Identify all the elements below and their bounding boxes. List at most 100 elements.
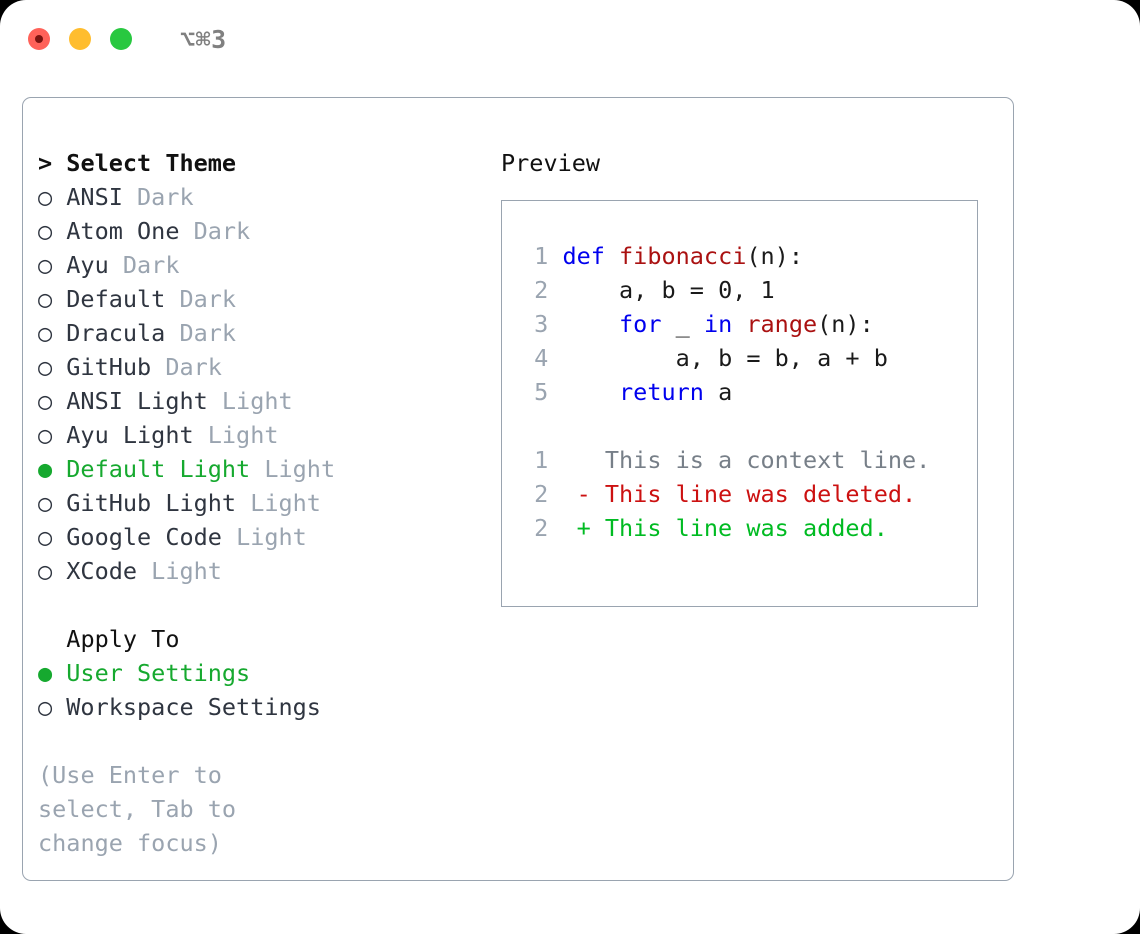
keyboard-hint-text: (Use Enter to select, Tab to change focu… [38, 761, 237, 857]
theme-picker-panel: > Select Theme ○ ANSI Dark○ Atom One Dar… [22, 97, 1014, 881]
line-number: 5 [534, 378, 549, 406]
code-token: a, b = 0, 1 [562, 276, 775, 304]
theme-name-label: XCode [66, 557, 138, 585]
theme-category-label: Dark [122, 251, 180, 279]
radio-selected-icon: ● [38, 659, 53, 687]
theme-list-item[interactable]: ○ GitHub Light Light [38, 486, 488, 520]
radio-unselected-icon: ○ [38, 421, 53, 449]
theme-list-item[interactable]: ○ Ayu Light Light [38, 418, 488, 452]
spacer [52, 520, 66, 554]
code-token: a [703, 378, 733, 406]
radio-selected-icon: ● [38, 455, 53, 483]
line-number: 4 [534, 344, 549, 372]
spacer [236, 486, 250, 520]
theme-list-item[interactable]: ○ Ayu Dark [38, 248, 488, 282]
spacer [165, 282, 179, 316]
line-number: 2 [534, 480, 549, 508]
diff-spacer [520, 409, 977, 443]
apply-to-list: ● User Settings○ Workspace Settings [38, 656, 488, 724]
theme-category-label: Dark [179, 285, 237, 313]
theme-name-label: Google Code [66, 523, 222, 551]
code-line: 1 def fibonacci(n): [520, 239, 977, 273]
theme-category-label: Dark [137, 183, 194, 211]
radio-unselected-icon: ○ [38, 285, 53, 313]
spacer [548, 378, 562, 406]
code-token: in [703, 310, 733, 338]
theme-category-label: Light [151, 557, 222, 585]
radio-unselected-icon: ○ [38, 387, 53, 415]
theme-list-item[interactable]: ○ ANSI Light Light [38, 384, 488, 418]
spacer [548, 310, 562, 338]
theme-list-item[interactable]: ○ ANSI Dark [38, 180, 488, 214]
theme-list: ○ ANSI Dark○ Atom One Dark○ Ayu Dark○ De… [38, 180, 488, 588]
diff-line: 1 This is a context line. [520, 443, 977, 477]
radio-unselected-icon: ○ [38, 251, 53, 279]
spacer [548, 446, 576, 474]
code-token [562, 310, 619, 338]
spacer [52, 554, 66, 588]
theme-list-item[interactable]: ○ XCode Light [38, 554, 488, 588]
theme-name-label: ANSI [66, 183, 123, 211]
preview-title: Preview [501, 149, 601, 177]
code-token: return [619, 378, 704, 406]
theme-list-item[interactable]: ○ Dracula Dark [38, 316, 488, 350]
theme-list-item[interactable]: ○ Atom One Dark [38, 214, 488, 248]
minimize-window-icon[interactable] [69, 28, 91, 50]
diff-preview: 1 This is a context line. 2 - This line w… [520, 443, 977, 545]
line-number: 3 [534, 310, 549, 338]
diff-line: 2 + This line was added. [520, 511, 977, 545]
zoom-window-icon[interactable] [110, 28, 132, 50]
theme-list-item[interactable]: ○ Google Code Light [38, 520, 488, 554]
code-token [732, 310, 746, 338]
spacer [548, 480, 576, 508]
line-number: 1 [534, 446, 549, 474]
theme-category-label: Light [264, 455, 336, 483]
apply-to-header: Apply To [38, 625, 180, 653]
theme-name-label: Ayu [66, 251, 109, 279]
theme-list-item[interactable]: ○ Default Dark [38, 282, 488, 316]
code-line: 3 for _ in range(n): [520, 307, 977, 341]
apply-to-item[interactable]: ● User Settings [38, 656, 488, 690]
spacer [52, 656, 66, 690]
radio-unselected-icon: ○ [38, 353, 53, 381]
spacer [52, 248, 66, 282]
code-token: for [619, 310, 662, 338]
diff-text: This line was deleted. [604, 480, 917, 508]
radio-unselected-icon: ○ [38, 217, 53, 245]
theme-name-label: Ayu Light [66, 421, 194, 449]
radio-unselected-icon: ○ [38, 693, 53, 721]
spacer [52, 350, 66, 384]
close-window-icon[interactable] [28, 28, 50, 50]
select-theme-header: > Select Theme [38, 149, 237, 177]
spacer [52, 418, 66, 452]
radio-unselected-icon: ○ [38, 183, 53, 211]
spacer [179, 214, 193, 248]
spacer [165, 316, 179, 350]
code-line: 2 a, b = 0, 1 [520, 273, 977, 307]
spacer [52, 690, 66, 724]
radio-unselected-icon: ○ [38, 319, 53, 347]
code-token: range [746, 310, 818, 338]
theme-category-label: Light [221, 387, 293, 415]
spacer [52, 452, 66, 486]
theme-category-label: Dark [193, 217, 251, 245]
diff-text: This is a context line. [604, 446, 931, 474]
spacer [52, 486, 66, 520]
theme-selection-column: > Select Theme ○ ANSI Dark○ Atom One Dar… [38, 146, 488, 860]
spacer [548, 514, 576, 542]
line-number: 1 [534, 242, 549, 270]
theme-list-item[interactable]: ● Default Light Light [38, 452, 488, 486]
theme-name-label: GitHub [66, 353, 152, 381]
spacer [194, 418, 208, 452]
radio-unselected-icon: ○ [38, 523, 53, 551]
spacer [208, 384, 222, 418]
theme-list-item[interactable]: ○ GitHub Dark [38, 350, 488, 384]
diff-marker: - [576, 480, 591, 508]
spacer [548, 344, 562, 372]
spacer [591, 446, 605, 474]
code-token: (n): [746, 242, 803, 270]
apply-to-item[interactable]: ○ Workspace Settings [38, 690, 488, 724]
code-token: (n): [817, 310, 874, 338]
